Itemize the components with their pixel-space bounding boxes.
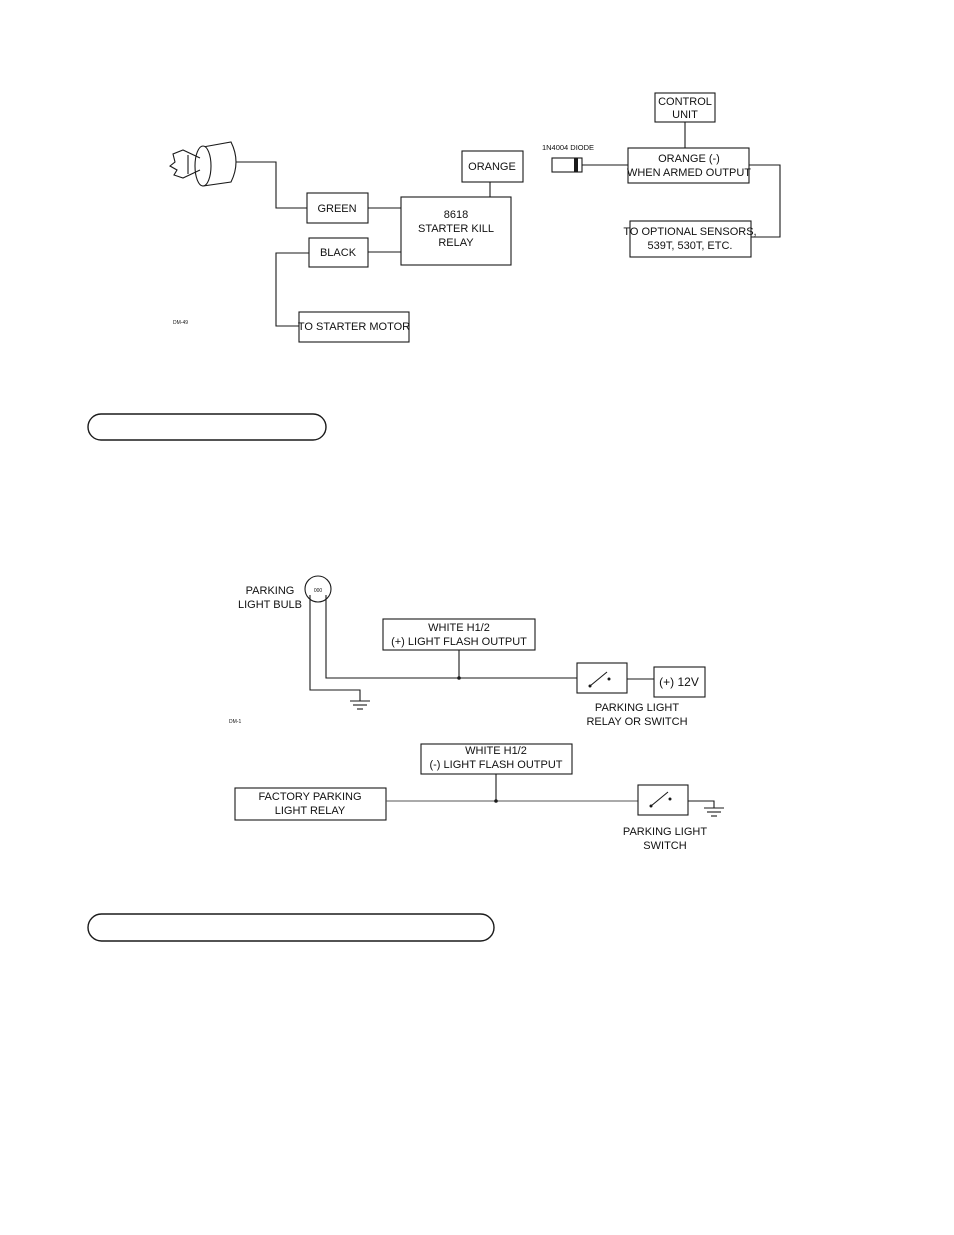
section-banner-2 bbox=[87, 913, 495, 942]
bulb-marking: 000 bbox=[314, 588, 323, 594]
orange-label: ORANGE bbox=[468, 161, 516, 173]
wire-switch-ground bbox=[688, 800, 715, 808]
white-negative-output-box: WHITE H1/2 (-) LIGHT FLASH OUTPUT bbox=[420, 743, 573, 775]
wire-bulb-supply bbox=[325, 595, 577, 679]
starter-motor-label: TO STARTER MOTOR bbox=[298, 321, 410, 333]
white-positive-line-2: (+) LIGHT FLASH OUTPUT bbox=[391, 636, 527, 648]
black-box: BLACK bbox=[308, 237, 369, 268]
orange-box: ORANGE bbox=[461, 150, 524, 183]
factory-relay-line-1: FACTORY PARKING bbox=[258, 791, 361, 803]
control-unit-line-1: CONTROL bbox=[658, 96, 712, 108]
wire-armed-to-sensors bbox=[749, 164, 781, 238]
control-unit-line-2: UNIT bbox=[672, 109, 698, 121]
positive-light-flash-diagram: PARKING LIGHT BULB 000 WHITE H1/2 (+) LI… bbox=[229, 575, 706, 728]
white-negative-line-2: (-) LIGHT FLASH OUTPUT bbox=[429, 759, 562, 771]
ground-icon-2 bbox=[704, 807, 724, 817]
starter-kill-relay-box: 8618 STARTER KILL RELAY bbox=[400, 196, 512, 266]
light-bulb-icon: 000 bbox=[304, 575, 332, 603]
diagram1-code: DM-49 bbox=[173, 320, 188, 326]
wire-bulb-ground bbox=[309, 595, 361, 701]
white-positive-output-box: WHITE H1/2 (+) LIGHT FLASH OUTPUT bbox=[382, 618, 536, 651]
optional-sensors-line-1: TO OPTIONAL SENSORS, bbox=[623, 226, 756, 238]
bulb-label-line-1: PARKING bbox=[246, 585, 295, 597]
factory-parking-relay-box: FACTORY PARKING LIGHT RELAY bbox=[234, 787, 387, 821]
diagram2-code: DM-1 bbox=[229, 719, 241, 725]
parking-light-switch bbox=[637, 784, 689, 816]
relay-line-3: RELAY bbox=[438, 237, 474, 249]
diode-component bbox=[551, 157, 583, 173]
factory-relay-line-2: LIGHT RELAY bbox=[275, 805, 346, 817]
negative-light-flash-diagram: WHITE H1/2 (-) LIGHT FLASH OUTPUT FACTOR… bbox=[234, 743, 724, 852]
white-negative-line-1: WHITE H1/2 bbox=[465, 745, 527, 757]
switch-label-1: PARKING LIGHT bbox=[623, 826, 707, 838]
white-positive-line-1: WHITE H1/2 bbox=[428, 622, 490, 634]
ground-icon bbox=[350, 700, 370, 710]
ignition-key-icon bbox=[169, 141, 237, 187]
relay-line-1: 8618 bbox=[444, 209, 468, 221]
green-label: GREEN bbox=[317, 203, 356, 215]
section-banner-1 bbox=[87, 413, 327, 441]
orange-armed-line-1: ORANGE (-) bbox=[658, 153, 720, 165]
12v-box: (+) 12V bbox=[653, 666, 706, 698]
relay-line-2: STARTER KILL bbox=[418, 223, 494, 235]
switch-label-2: SWITCH bbox=[643, 840, 686, 852]
12v-label: (+) 12V bbox=[659, 675, 699, 689]
bulb-label-line-2: LIGHT BULB bbox=[238, 599, 302, 611]
black-label: BLACK bbox=[320, 247, 357, 259]
optional-sensors-box: TO OPTIONAL SENSORS, 539T, 530T, ETC. bbox=[623, 220, 757, 258]
relay-switch-label-2: RELAY OR SWITCH bbox=[586, 716, 687, 728]
junction-dot-2 bbox=[494, 799, 498, 803]
wire-black-to-starter bbox=[275, 252, 309, 327]
orange-armed-line-2: WHEN ARMED OUTPUT bbox=[627, 167, 751, 179]
junction-dot bbox=[457, 676, 461, 680]
relay-switch-label-1: PARKING LIGHT bbox=[595, 702, 679, 714]
parking-light-relay-switch bbox=[576, 662, 628, 694]
orange-armed-output-box: ORANGE (-) WHEN ARMED OUTPUT bbox=[627, 147, 751, 184]
green-box: GREEN bbox=[306, 192, 369, 224]
optional-sensors-line-2: 539T, 530T, ETC. bbox=[648, 240, 733, 252]
starter-kill-diagram: 1N4004 DIODE CONTROL UNIT ORANGE (-) WHE… bbox=[169, 92, 781, 343]
diode-label: 1N4004 DIODE bbox=[542, 143, 594, 152]
control-unit-box: CONTROL UNIT bbox=[654, 92, 716, 123]
starter-motor-box: TO STARTER MOTOR bbox=[298, 311, 410, 343]
wire-key-to-green bbox=[236, 161, 307, 209]
